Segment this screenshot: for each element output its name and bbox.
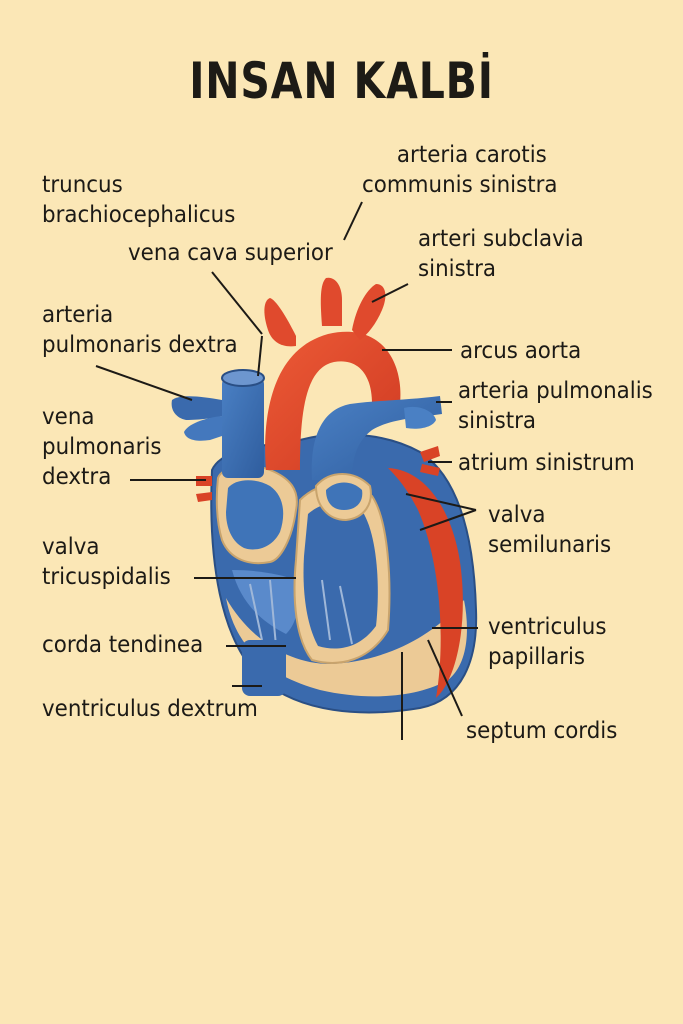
leader-truncus-brachiocephalicus	[95, 365, 193, 401]
pulmonary-vein-stubs	[196, 446, 440, 502]
vena-cava-inferior-vessel	[242, 640, 286, 696]
aorta-vessel	[264, 277, 401, 470]
leader-arteria-carotis	[343, 201, 363, 241]
leader-arteri-subclavia	[371, 283, 409, 303]
label-atrium-sinistrum: atrium sinistrum	[458, 450, 635, 476]
label-arteria-pulmonalis-sinistra: arteria pulmonalis sinistra	[458, 378, 653, 434]
label-truncus-brachiocephalicus: truncus brachiocephalicus	[42, 172, 236, 228]
label-ventriculus-dextrum: ventriculus dextrum	[42, 696, 258, 722]
label-arteria-carotis: arteria carotis communis sinistra	[362, 142, 558, 198]
leader-arteria-pulmonaris-dextra	[257, 335, 263, 377]
label-arcus-aorta: arcus aorta	[460, 338, 582, 364]
label-valva-semilunaris: valva semilunaris	[488, 502, 612, 558]
right-heart-chambers	[215, 464, 391, 664]
pulmonary-trunk-vessel	[311, 396, 442, 522]
leader-lines	[95, 201, 478, 740]
vena-cava-superior-vessel	[171, 369, 265, 478]
label-valva-tricuspidalis: valva tricuspidalis	[42, 534, 171, 590]
label-corda-tendinea: corda tendinea	[42, 632, 204, 658]
leader-valva-semilunaris-b	[419, 509, 477, 531]
label-arteri-subclavia: arteri subclavia sinistra	[418, 226, 584, 282]
label-vena-cava-superior: vena cava superior	[128, 240, 333, 266]
leader-valva-semilunaris-a	[405, 493, 477, 511]
label-arteria-pulmonaris-dextra: arteria pulmonaris dextra	[42, 302, 238, 358]
leader-septum-cordis-b	[427, 639, 463, 717]
label-septum-cordis: septum cordis	[466, 718, 618, 744]
page-title: INSAN KALBİ	[189, 52, 494, 110]
label-ventriculus-papillaris: ventriculus papillaris	[488, 614, 607, 670]
label-vena-pulmonaris-dextra: vena pulmonaris dextra	[42, 404, 162, 490]
leader-vena-cava-superior	[211, 271, 263, 335]
